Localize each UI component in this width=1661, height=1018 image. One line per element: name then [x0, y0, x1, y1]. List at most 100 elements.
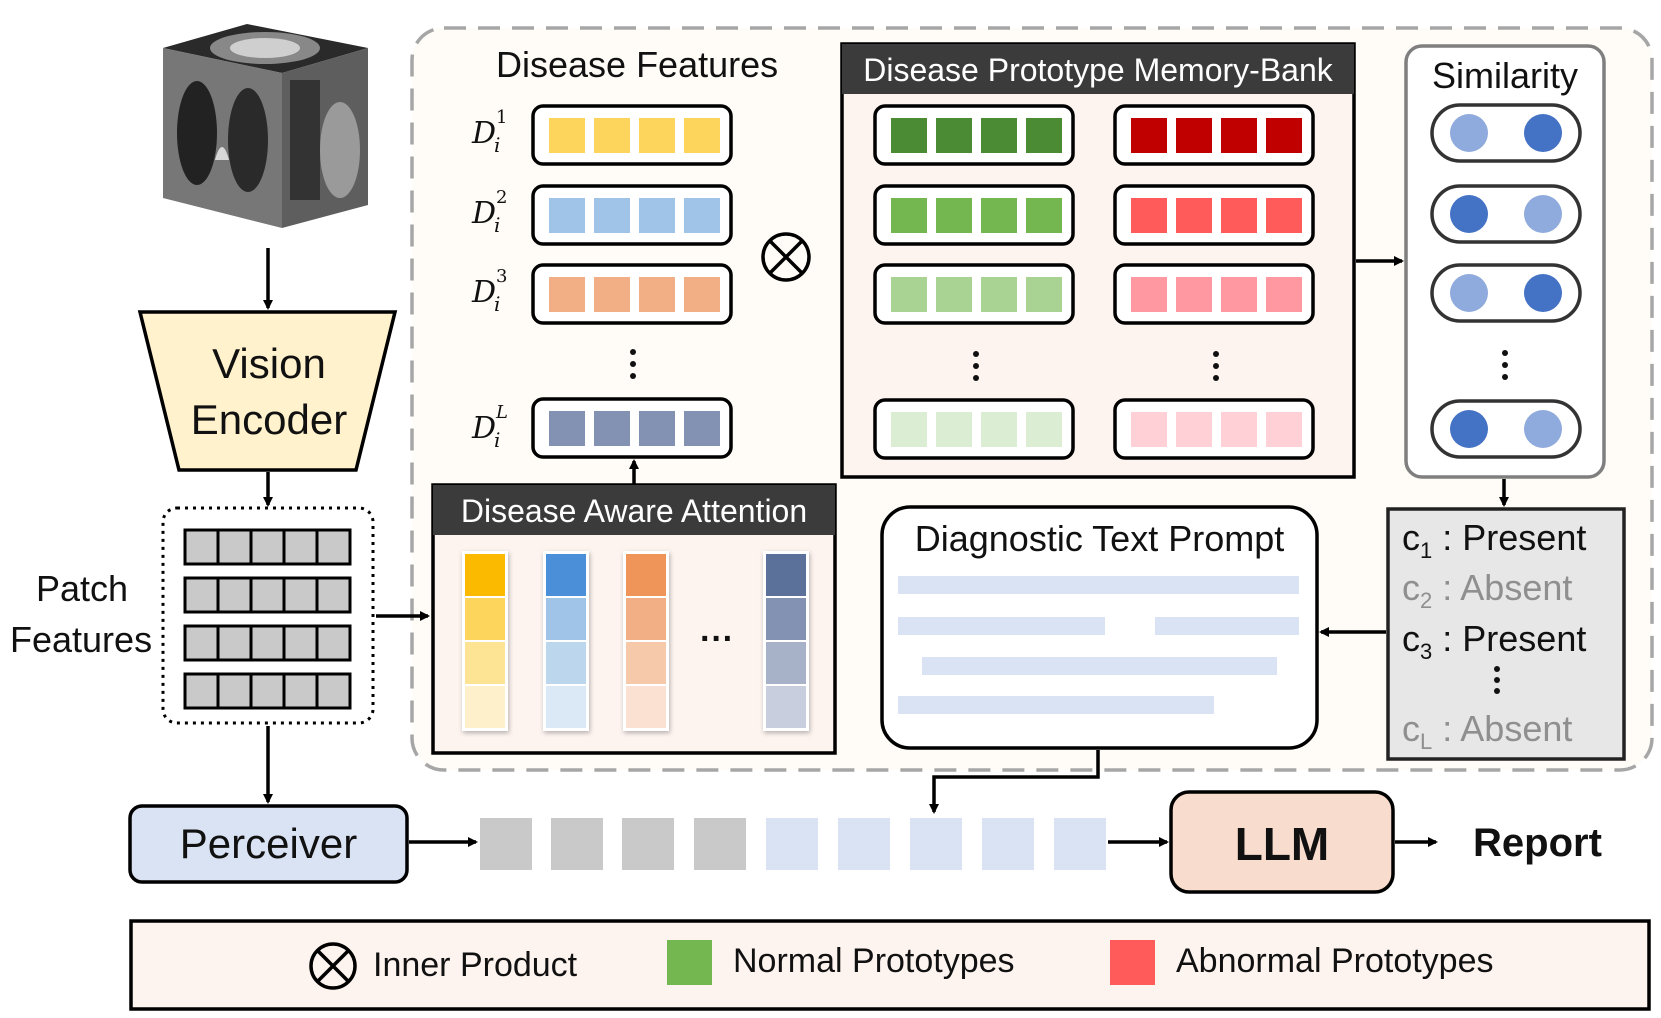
normal-prototype-bar-cell — [981, 198, 1017, 233]
patch-cell — [249, 528, 286, 566]
patch-cell — [216, 528, 253, 566]
disease-feature-bar-cell — [639, 198, 675, 233]
normal-prototype-bar-cell — [981, 277, 1017, 312]
normal-prototype-bar-cell — [936, 198, 972, 233]
normal-prototype-bar-cell — [936, 118, 972, 153]
disease-feature-bar-cell — [549, 411, 585, 446]
memory-bank-title: Disease Prototype Memory-Bank — [842, 44, 1354, 94]
patch-cell — [183, 624, 220, 662]
abnormal-prototype-bar-cell — [1176, 277, 1212, 312]
disease-feature-bar-cell — [684, 198, 720, 233]
abnormal-prototype-bar-cell — [1131, 118, 1167, 153]
disease-feature-bar-cell — [684, 118, 720, 153]
similarity-dot-low — [1450, 274, 1488, 312]
similarity-dot-high — [1524, 114, 1562, 152]
legend-normal-swatch — [667, 940, 712, 985]
attention-cell — [626, 598, 666, 640]
attention-cell — [626, 642, 666, 684]
patch-cell — [216, 672, 253, 710]
similarity-dot-low — [1524, 195, 1562, 233]
attention-cell — [626, 686, 666, 728]
disease-feature-bar-cell — [639, 277, 675, 312]
condition-L: cL : Absent — [1402, 708, 1573, 754]
normal-prototype-bar-cell — [1026, 198, 1062, 233]
disease-feature-bar-cell — [549, 198, 585, 233]
patch-cell — [249, 624, 286, 662]
attention-cell — [766, 554, 806, 596]
patch-cell — [183, 528, 220, 566]
attention-cell — [465, 686, 505, 728]
similarity-dot-low — [1524, 410, 1562, 448]
abnormal-prototype-bar-cell — [1131, 198, 1167, 233]
patch-cell — [315, 576, 352, 614]
patch-cell — [315, 672, 352, 710]
patch-feature-grid — [183, 528, 352, 710]
abnormal-prototype-bar-cell — [1266, 198, 1302, 233]
abnormal-prototype-bar-cell — [1266, 277, 1302, 312]
normal-prototype-bar-cell — [891, 412, 927, 447]
abnormal-prototype-bar-cell — [1176, 118, 1212, 153]
token-sequence — [480, 818, 1106, 870]
attention-cell — [766, 598, 806, 640]
vertical-ellipsis-similarity — [1502, 350, 1508, 380]
patch-cell — [315, 624, 352, 662]
similarity-dot-high — [1524, 274, 1562, 312]
disease-feature-bar-cell — [594, 198, 630, 233]
perceiver-block — [128, 804, 409, 884]
conditions-panel — [1386, 507, 1626, 761]
vision-encoder-block — [137, 310, 398, 472]
llm-block — [1169, 790, 1395, 894]
disease-feature-bar-cell — [594, 411, 630, 446]
normal-prototype-bar-cell — [1026, 277, 1062, 312]
attention-cell — [465, 554, 505, 596]
patch-cell — [282, 576, 319, 614]
vertical-ellipsis-normal — [973, 351, 979, 381]
patch-cell — [249, 672, 286, 710]
legend-abnormal-swatch — [1110, 940, 1155, 985]
disease-feature-bar-cell — [639, 118, 675, 153]
patch-features-label-line1: Patch — [36, 568, 129, 609]
abnormal-prototype-bar-cell — [1221, 277, 1257, 312]
ct-volume-icon — [163, 24, 368, 228]
condition-1: c1 : Present — [1402, 517, 1587, 563]
vertical-ellipsis-features — [630, 349, 636, 379]
disease-feature-bar-cell — [639, 411, 675, 446]
attention-columns — [462, 551, 809, 731]
disease-feature-bar-cell — [594, 277, 630, 312]
abnormal-prototype-bar-cell — [1131, 277, 1167, 312]
similarity-dot-low — [1450, 114, 1488, 152]
abnormal-prototype-bar-cell — [1221, 412, 1257, 447]
vertical-ellipsis-abnormal — [1213, 351, 1219, 381]
disease-feature-bars — [531, 104, 733, 459]
abnormal-prototype-bar-cell — [1221, 118, 1257, 153]
attention-cell — [465, 642, 505, 684]
prompt-text-lines — [898, 576, 1299, 714]
similarity-title: Similarity — [1431, 55, 1578, 96]
patch-cell — [282, 672, 319, 710]
condition-3: c3 : Present — [1402, 618, 1587, 664]
disease-feature-bar-cell — [549, 118, 585, 153]
normal-prototype-bar-cell — [891, 198, 927, 233]
normal-prototype-bar-cell — [891, 118, 927, 153]
attention-cell — [546, 598, 586, 640]
perceiver-label: Perceiver — [179, 820, 358, 867]
abnormal-prototype-bar-cell — [1221, 198, 1257, 233]
attention-cell — [766, 686, 806, 728]
patch-features-frame — [161, 506, 375, 725]
disease-feature-bar-cell — [684, 411, 720, 446]
attention-ellipsis: ··· — [700, 620, 734, 658]
prototype-bars — [873, 104, 1315, 460]
vision-encoder-label-line1: Vision — [212, 340, 326, 387]
abnormal-prototype-bar-cell — [1266, 118, 1302, 153]
patch-cell — [282, 528, 319, 566]
normal-prototype-bar-cell — [936, 277, 972, 312]
patch-cell — [216, 624, 253, 662]
attention-cell — [465, 598, 505, 640]
llm-label: LLM — [1234, 818, 1330, 870]
report-label: Report — [1473, 821, 1602, 865]
attention-cell — [626, 554, 666, 596]
